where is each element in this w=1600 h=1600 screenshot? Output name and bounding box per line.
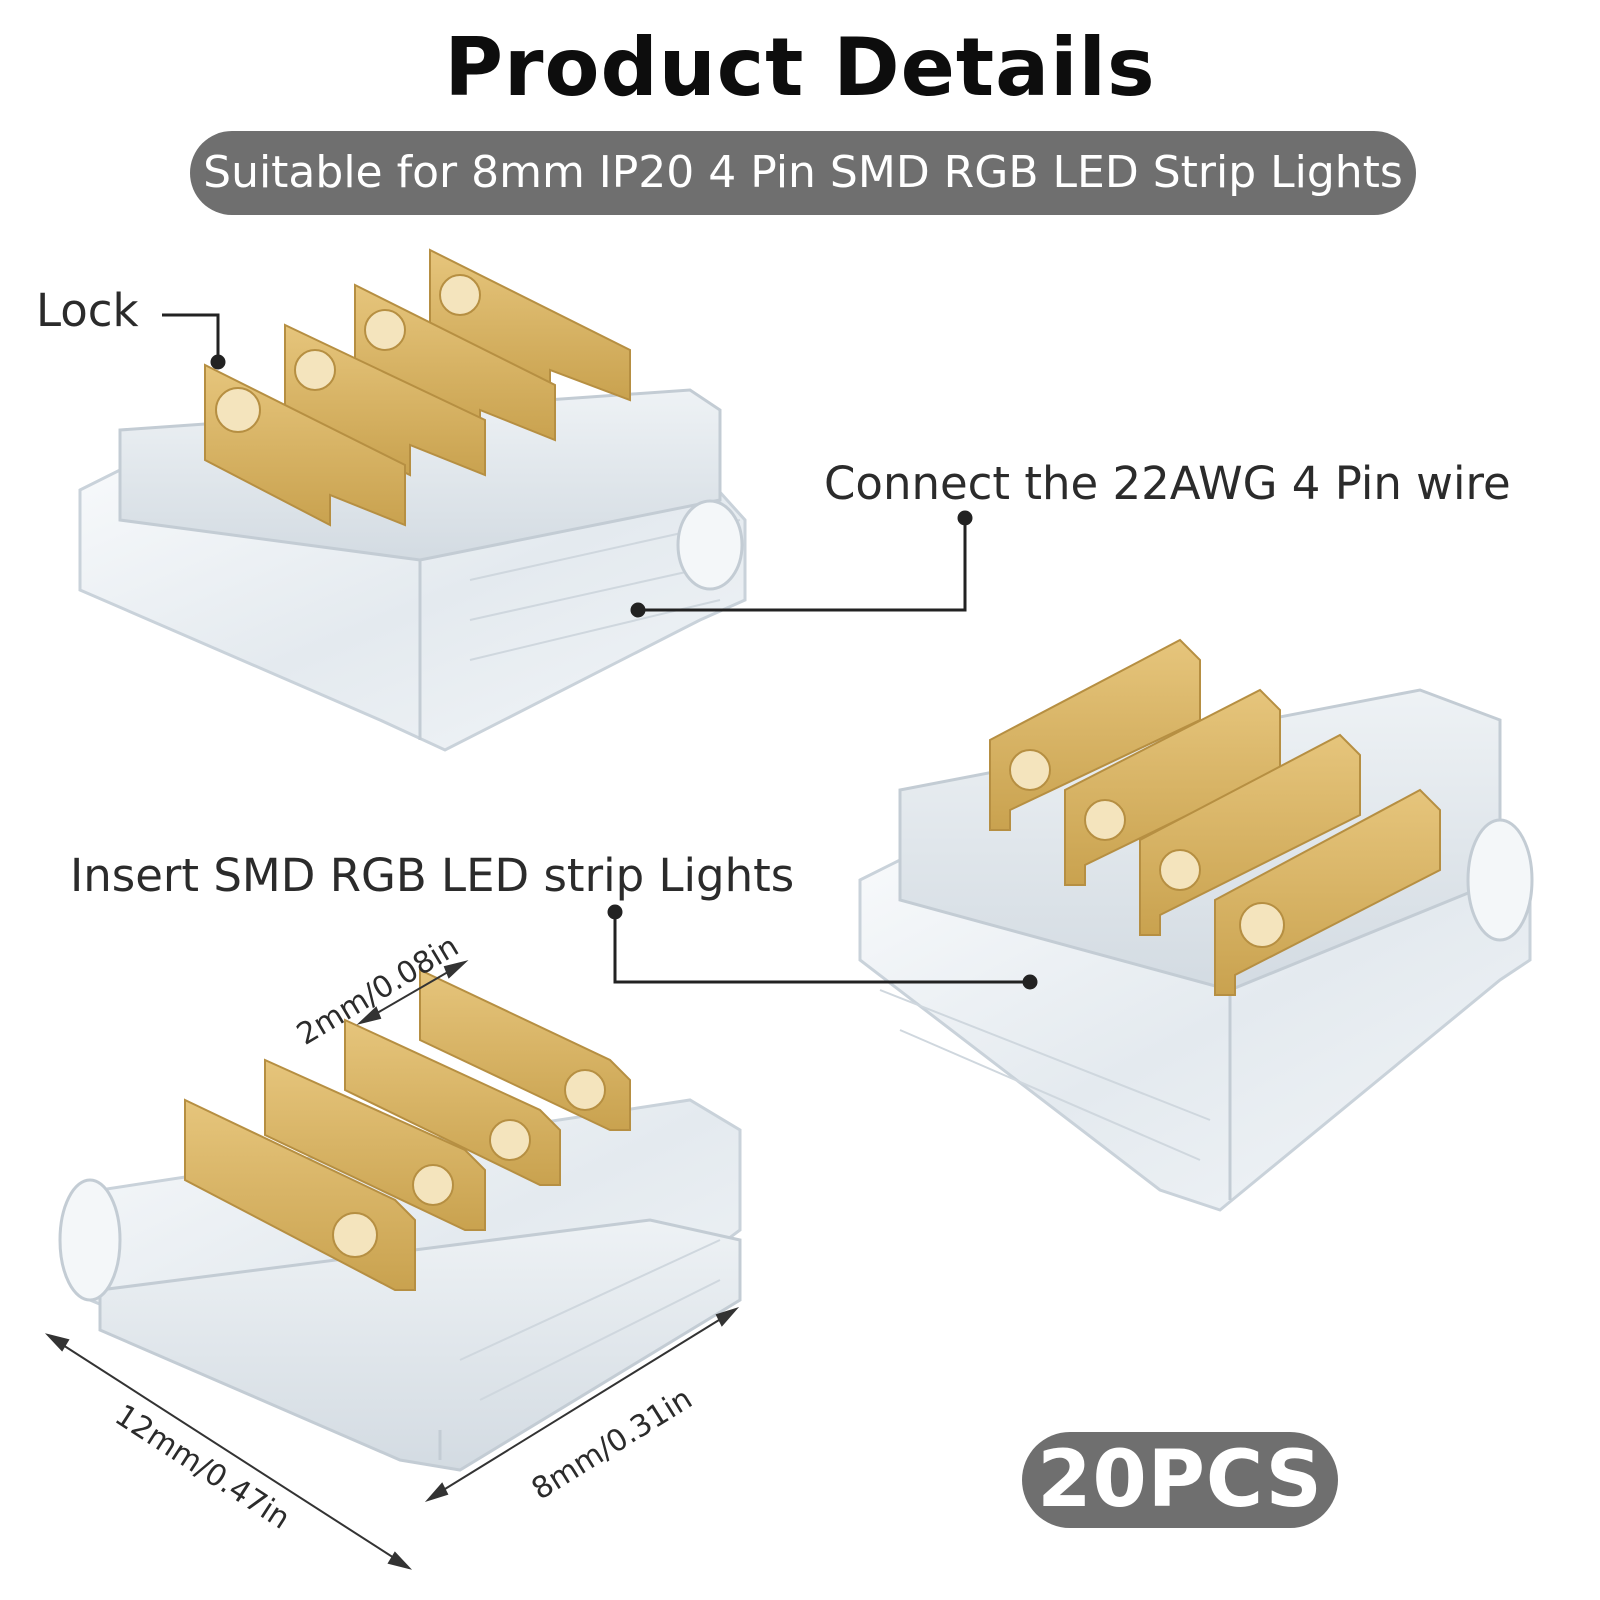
compatibility-banner: Suitable for 8mm IP20 4 Pin SMD RGB LED … <box>190 131 1416 215</box>
gold-pin <box>344 1018 561 1186</box>
connector-top-left <box>78 248 747 752</box>
callout-insert: Insert SMD RGB LED strip Lights <box>70 849 795 902</box>
quantity-badge: 20PCS <box>1022 1432 1338 1528</box>
connector-right <box>858 638 1534 1212</box>
gold-pin <box>1214 788 1441 996</box>
dimension-arrow-length <box>44 1333 413 1570</box>
gold-pin <box>264 1058 486 1231</box>
dimension-arrow-width <box>424 1306 740 1503</box>
callout-lock: Lock <box>36 284 139 337</box>
leader-line-wire <box>630 510 973 618</box>
gold-pin <box>989 638 1201 831</box>
leader-line-lock <box>162 313 226 370</box>
connector-bottom-left <box>58 968 742 1472</box>
page-title: Product Details <box>444 21 1156 114</box>
gold-pin <box>184 1098 416 1291</box>
dimension-arrow-pin-gap <box>356 960 469 1025</box>
callout-wire: Connect the 22AWG 4 Pin wire <box>824 457 1511 510</box>
gold-pin <box>419 968 631 1131</box>
gold-pin <box>204 363 406 527</box>
leader-line-insert <box>607 904 1038 990</box>
gold-pin <box>1139 733 1361 936</box>
